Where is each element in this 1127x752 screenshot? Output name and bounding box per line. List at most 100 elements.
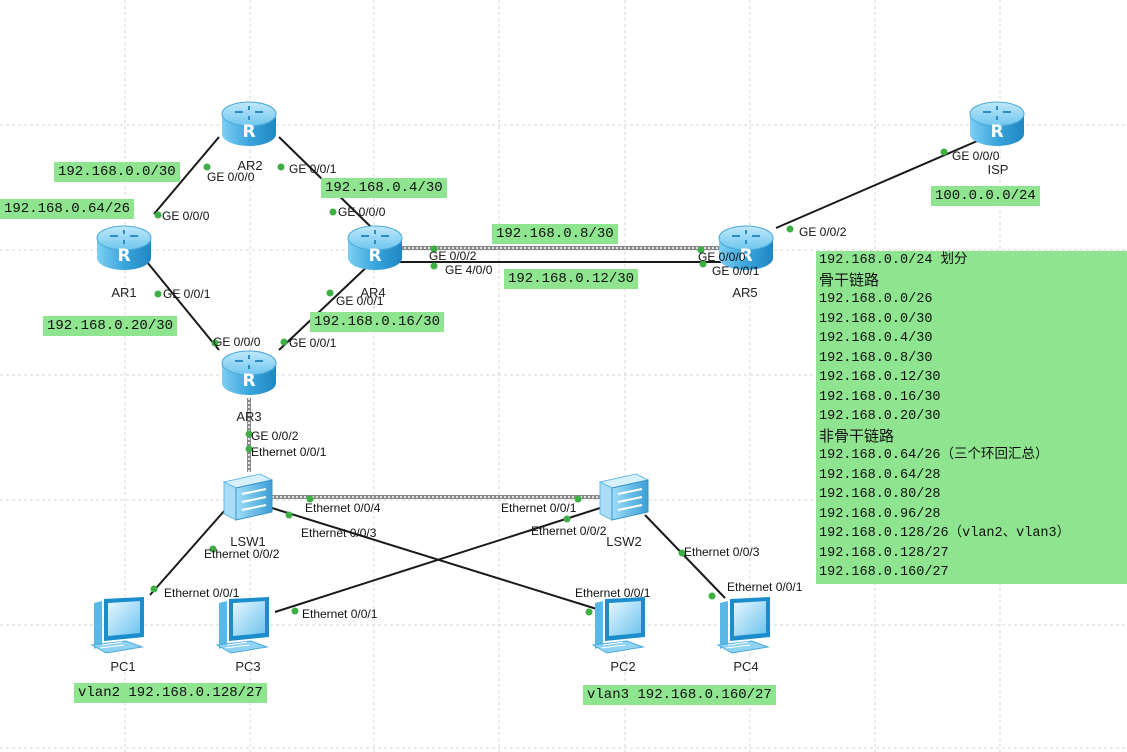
router-isp[interactable] bbox=[969, 101, 1025, 147]
subnet-isp: 100.0.0.0/24 bbox=[931, 186, 1040, 206]
link-lsw1-pc1 bbox=[149, 509, 226, 596]
subnet-vlan2: vlan2 192.168.0.128/27 bbox=[74, 683, 267, 703]
port-dot bbox=[678, 549, 686, 557]
pc-pc4[interactable] bbox=[717, 596, 771, 654]
plan-heading-backbone: 骨干链路 bbox=[819, 270, 880, 289]
port-lsw2-e001: Ethernet 0/0/1 bbox=[501, 501, 577, 515]
pc-pc3[interactable] bbox=[216, 596, 270, 654]
port-lsw1-e004: Ethernet 0/0/4 bbox=[305, 501, 381, 515]
port-dot bbox=[326, 289, 334, 297]
switch-lsw1[interactable] bbox=[223, 473, 273, 521]
port-ar5-ge002: GE 0/0/2 bbox=[799, 225, 847, 239]
port-dot bbox=[154, 290, 162, 298]
link-ar5-isp bbox=[775, 131, 999, 229]
switch-lsw2[interactable] bbox=[599, 473, 649, 521]
port-dot bbox=[697, 246, 705, 254]
ar2-name: AR2 bbox=[237, 158, 262, 173]
pc-pc1[interactable] bbox=[91, 596, 145, 654]
port-ar3-ge002: GE 0/0/2 bbox=[251, 429, 299, 443]
port-ar2-ge001: GE 0/0/1 bbox=[289, 162, 337, 176]
port-dot bbox=[786, 225, 794, 233]
port-dot bbox=[585, 608, 593, 616]
lsw1-name: LSW1 bbox=[230, 534, 265, 549]
port-dot bbox=[329, 208, 337, 216]
port-ar4-ge000: GE 0/0/0 bbox=[338, 205, 386, 219]
ar4-name: AR4 bbox=[360, 285, 385, 300]
port-ar4-ge002: GE 0/0/2 bbox=[429, 249, 477, 263]
subnet-ar1-ar2: 192.168.0.0/30 bbox=[54, 162, 180, 182]
link-lsw1-pc2 bbox=[271, 507, 601, 611]
port-dot bbox=[430, 245, 438, 253]
port-dot bbox=[245, 430, 253, 438]
pc1-name: PC1 bbox=[110, 659, 135, 674]
port-dot bbox=[277, 163, 285, 171]
links bbox=[146, 131, 999, 613]
plan-line: 192.168.0.96/28 bbox=[819, 506, 941, 522]
port-ar1-ge000: GE 0/0/0 bbox=[162, 209, 210, 223]
pc-pc2[interactable] bbox=[592, 596, 646, 654]
port-ar2-ge000: GE 0/0/0 bbox=[207, 170, 255, 184]
plan-line: 192.168.0.64/26（三个环回汇总） bbox=[819, 448, 1049, 463]
link-lsw2-pc4 bbox=[644, 514, 726, 599]
addressing-plan-panel: 192.168.0.0/24 划分 骨干链路 192.168.0.0/26 19… bbox=[816, 251, 1127, 584]
port-ar4-ge400: GE 4/0/0 bbox=[445, 263, 493, 277]
router-ar4[interactable] bbox=[347, 225, 403, 271]
plan-line: 192.168.0.0/24 划分 bbox=[819, 253, 968, 268]
port-lsw1-e003: Ethernet 0/0/3 bbox=[301, 526, 377, 540]
port-dot bbox=[699, 260, 707, 268]
pc2-name: PC2 bbox=[610, 659, 635, 674]
subnet-ar1-loopback: 192.168.0.64/26 bbox=[0, 199, 135, 219]
plan-line: 192.168.0.12/30 bbox=[819, 370, 941, 385]
port-dot bbox=[291, 607, 299, 615]
port-isp-ge000: GE 0/0/0 bbox=[952, 149, 1000, 163]
plan-line: 192.168.0.160/27 bbox=[819, 565, 949, 580]
port-pc4-e001: Ethernet 0/0/1 bbox=[727, 580, 803, 594]
port-ar3-ge000: GE 0/0/0 bbox=[213, 335, 261, 349]
pc3-name: PC3 bbox=[235, 659, 260, 674]
router-ar2[interactable] bbox=[221, 101, 277, 147]
port-dot bbox=[154, 211, 162, 219]
plan-line: 192.168.0.16/30 bbox=[819, 389, 941, 405]
lsw2-name: LSW2 bbox=[606, 534, 641, 549]
port-lsw2-e003: Ethernet 0/0/3 bbox=[684, 545, 760, 559]
pc4-name: PC4 bbox=[733, 659, 758, 674]
plan-line: 192.168.0.128/26（vlan2、vlan3） bbox=[819, 526, 1071, 541]
ar1-name: AR1 bbox=[111, 285, 136, 300]
port-pc1-e001: Ethernet 0/0/1 bbox=[164, 586, 240, 600]
router-ar1[interactable] bbox=[96, 225, 152, 271]
port-ar1-ge001: GE 0/0/1 bbox=[163, 287, 211, 301]
ar3-name: AR3 bbox=[236, 409, 261, 424]
port-dot bbox=[280, 338, 288, 346]
port-lsw2-e002: Ethernet 0/0/2 bbox=[531, 524, 607, 538]
port-dot bbox=[209, 545, 217, 553]
port-dots bbox=[150, 148, 948, 616]
port-pc3-e001: Ethernet 0/0/1 bbox=[302, 607, 378, 621]
subnet-ar4-ar5-b: 192.168.0.12/30 bbox=[504, 269, 639, 289]
subnet-ar4-ar5-a: 192.168.0.8/30 bbox=[492, 224, 618, 244]
port-dot bbox=[211, 339, 219, 347]
port-ar5-ge001: GE 0/0/1 bbox=[712, 264, 760, 278]
isp-name: ISP bbox=[988, 162, 1009, 177]
port-lsw1-e002: Ethernet 0/0/2 bbox=[204, 547, 280, 561]
port-lsw1-e001: Ethernet 0/0/1 bbox=[251, 445, 327, 459]
subnet-ar2-ar4: 192.168.0.4/30 bbox=[321, 178, 447, 198]
port-dot bbox=[245, 445, 253, 453]
ar5-name: AR5 bbox=[732, 285, 757, 300]
port-ar5-ge000: GE 0/0/0 bbox=[698, 250, 746, 264]
plan-line: 192.168.0.8/30 bbox=[819, 350, 933, 366]
port-dot bbox=[708, 592, 716, 600]
link-lsw2-pc3 bbox=[274, 507, 601, 613]
port-dot bbox=[430, 262, 438, 270]
port-ar3-ge001: GE 0/0/1 bbox=[289, 336, 337, 350]
plan-line: 192.168.0.80/28 bbox=[819, 487, 941, 502]
link-ar3-ar4 bbox=[278, 261, 373, 351]
plan-line: 192.168.0.128/27 bbox=[819, 545, 949, 561]
port-dot bbox=[285, 511, 293, 519]
router-ar3[interactable] bbox=[221, 350, 277, 396]
subnet-ar3-ar4: 192.168.0.16/30 bbox=[310, 312, 445, 332]
port-dot bbox=[203, 163, 211, 171]
port-pc2-e001: Ethernet 0/0/1 bbox=[575, 586, 651, 600]
plan-line: 192.168.0.0/26 bbox=[819, 292, 933, 307]
link-ar1-ar3 bbox=[146, 261, 220, 351]
